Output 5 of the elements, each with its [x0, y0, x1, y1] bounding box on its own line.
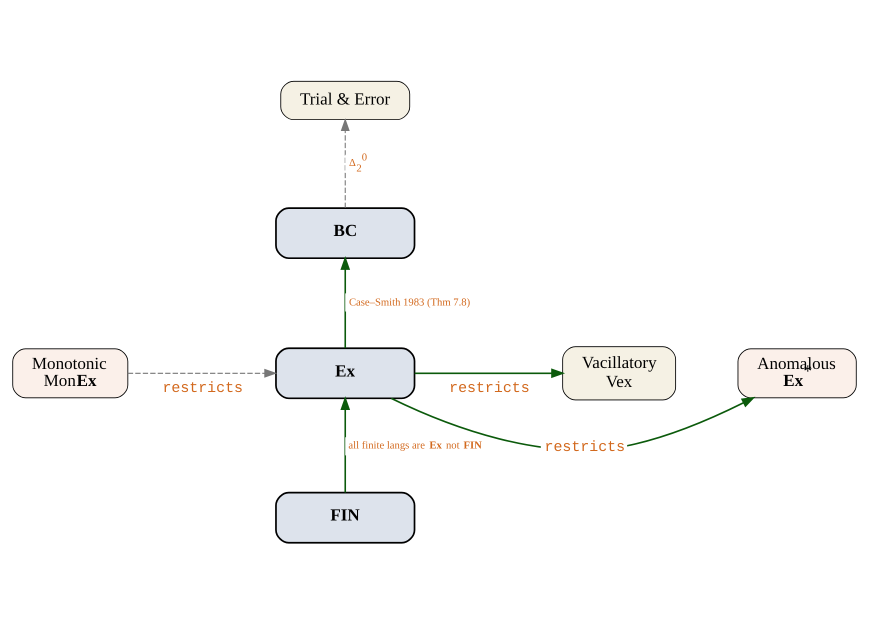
edge-label: restricts [162, 380, 243, 397]
edge-label: Case–Smith 1983 (Thm 7.8) [348, 297, 470, 308]
edge-label: restricts [544, 439, 626, 456]
edge-label: all finite langs are Ex not FIN [348, 440, 482, 451]
edge-label: restricts [449, 380, 530, 397]
